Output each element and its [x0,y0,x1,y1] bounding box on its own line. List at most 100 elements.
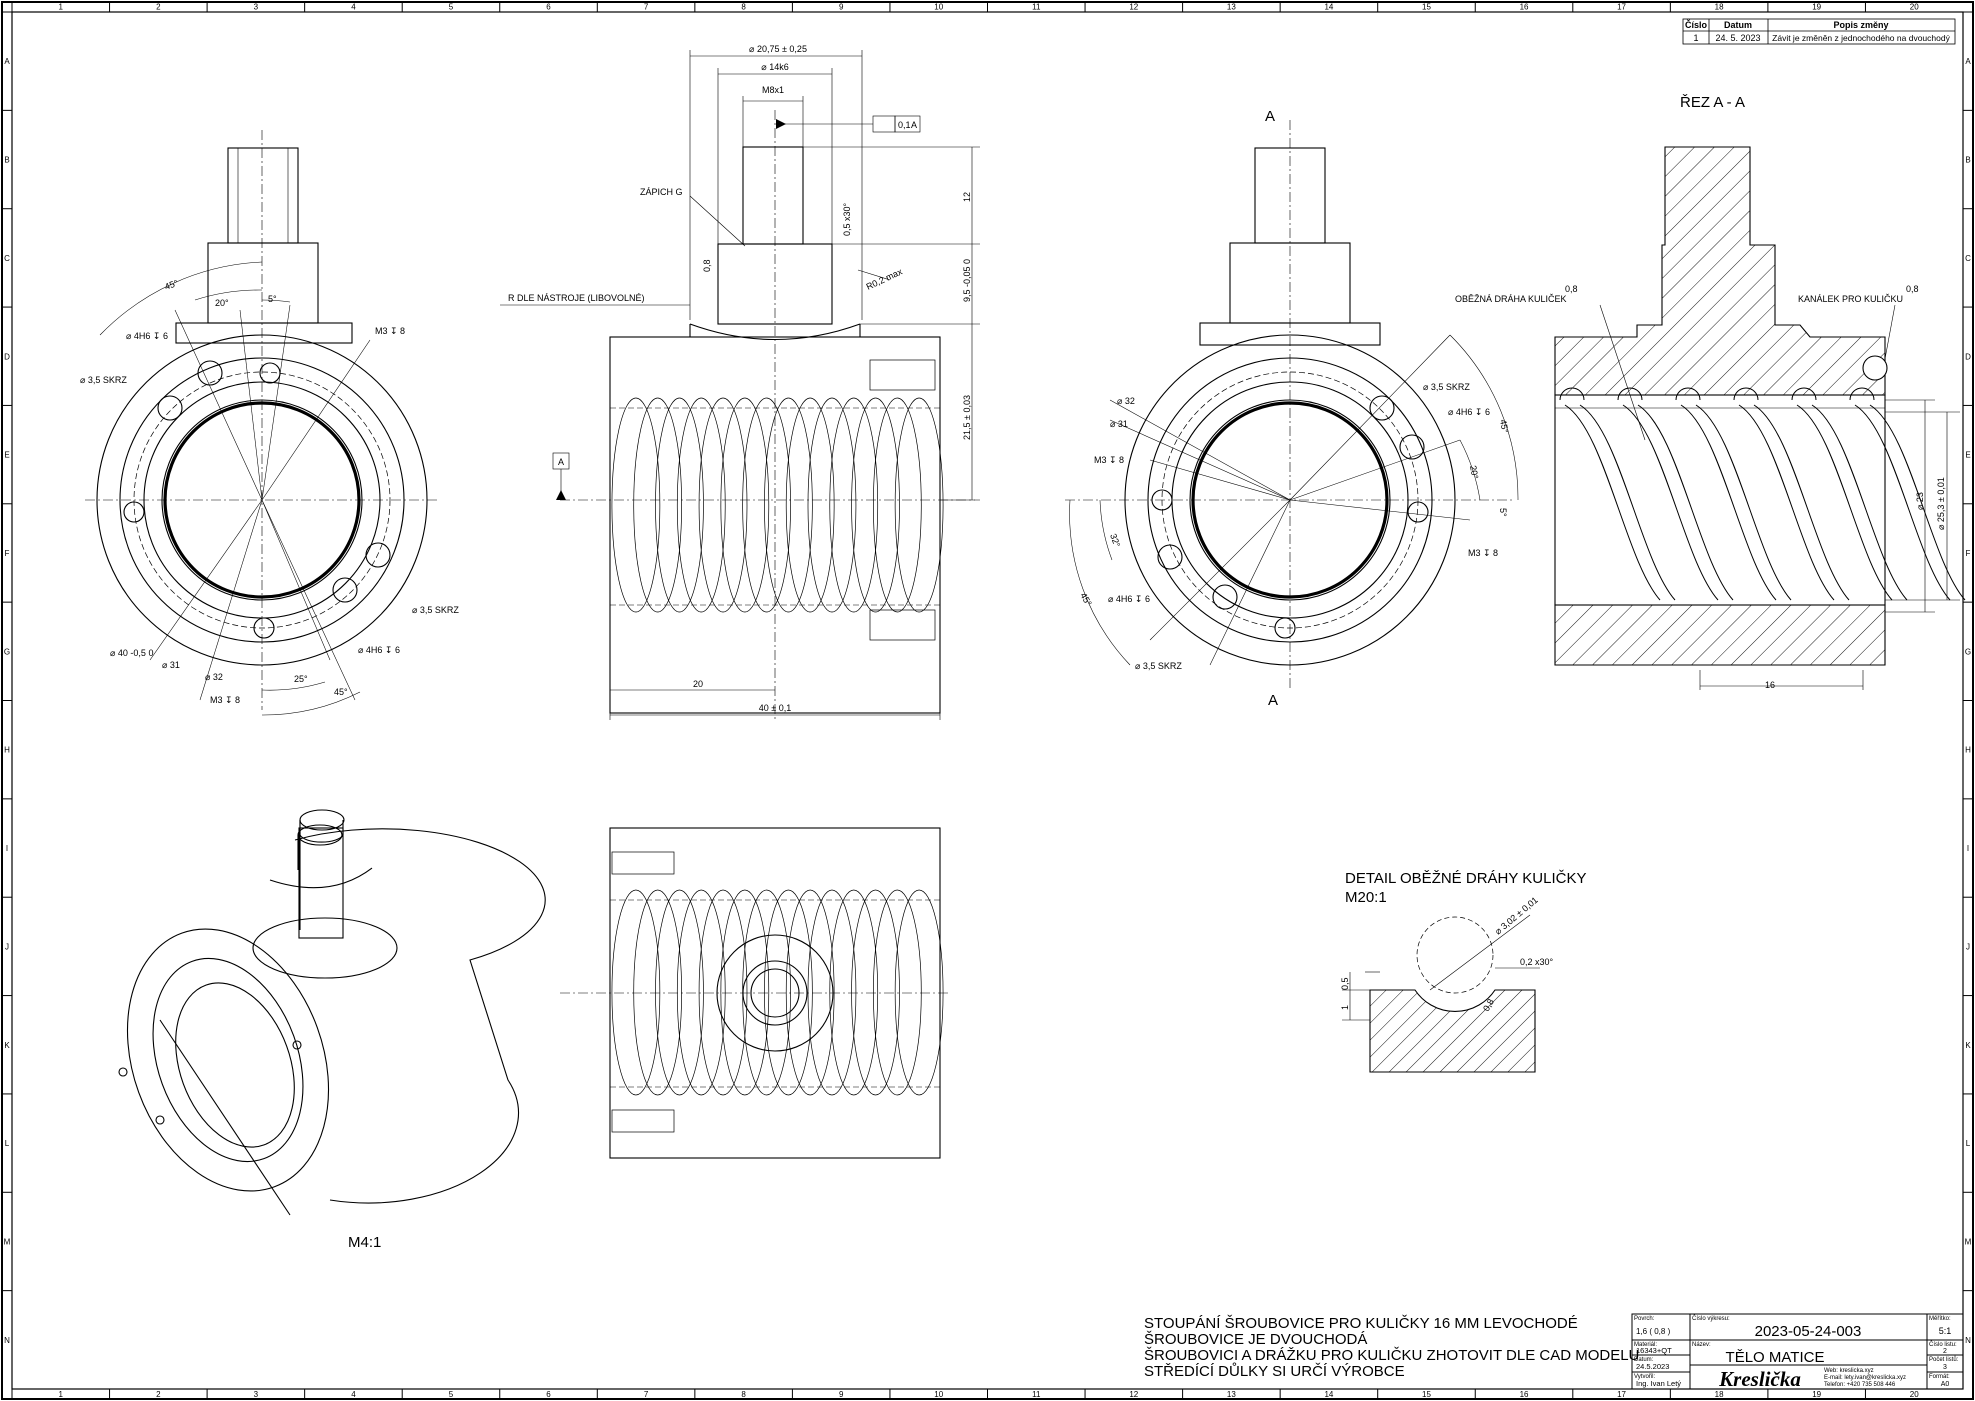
section-thread-line [1753,404,1850,601]
rear-view [1065,120,1519,690]
tb-roughness: 1,6 ( 0,8 ) [1636,1327,1671,1336]
helix-loop [764,397,813,613]
section-thread-line [1796,404,1893,601]
ball-groove [1617,387,1643,401]
helix-loop [742,889,791,1096]
section-label: OBĚŽNÁ DRÁHA KULIČEK [1455,294,1567,304]
grid-col-label: 2 [156,1390,161,1399]
grid-col-label: 15 [1422,1390,1431,1399]
grid-row-label: H [4,746,10,755]
grid-row-label: D [4,352,10,361]
roughness-label: 0,8 [1565,284,1578,294]
tb-drawing-number: 2023-05-24-003 [1755,1323,1862,1340]
dim-label: ⌀ 4H6 ↧ 6 [1448,407,1490,417]
helix-loop [764,889,813,1096]
dim-label: 25° [294,674,308,684]
helix-loop [829,397,879,613]
rev-cell: 1 [1693,33,1698,43]
dim-label: 1 [1340,1005,1350,1010]
grid-col-label: 10 [934,1390,943,1399]
tb-title: TĚLO MATICE [1726,1349,1825,1366]
grid-row-label: A [1965,57,1971,66]
dim-label: 16 [1765,680,1775,690]
grid-col-label: 19 [1812,3,1821,12]
dim-label: ZÁPICH G [640,187,683,197]
dim-label: ⌀ 14k6 [761,62,788,72]
grid-row-label: I [6,844,8,853]
dim-label: 9,5 -0,05 0 [962,259,972,302]
grid-col-label: 20 [1910,1390,1919,1399]
grid-col-label: 16 [1520,3,1529,12]
grid-col-label: 17 [1617,3,1626,12]
rev-header-cislo: Číslo [1685,19,1708,30]
grid-row-label: J [5,942,9,951]
grid-col-label: 15 [1422,3,1431,12]
section-thread-line [1811,404,1908,601]
sheet-grid-labels: 1122334455667788991010111112121313141415… [4,3,1972,1400]
grid-col-label: 8 [741,1390,746,1399]
grid-col-label: 11 [1032,1390,1041,1399]
grid-col-label: 16 [1520,1390,1529,1399]
note-line: STŘEDÍCÍ DŮLKY SI URČÍ VÝROBCE [1144,1362,1405,1380]
detail-title: DETAIL OBĚŽNÉ DRÁHY KULIČKY [1345,870,1586,887]
grid-row-label: F [5,549,10,558]
helix-loop [676,397,726,613]
dim-label: 20° [1468,465,1480,481]
grid-col-label: 12 [1129,1390,1138,1399]
dim-label: M3 ↧ 8 [210,695,240,705]
grid-col-label: 14 [1324,1390,1333,1399]
grid-row-label: H [1965,746,1971,755]
dim-label: 0,1 [898,120,911,130]
datum-label: A [558,457,564,467]
grid-row-label: B [1965,156,1970,165]
dim-label: ⌀ 32 [1117,396,1135,406]
tb-label: Povrch: [1634,1316,1655,1322]
dim-label: ⌀ 40 -0,5 0 [110,648,153,658]
dim-label: 45° [163,278,180,292]
helix-loop [851,889,900,1096]
dim-label: 5° [268,294,277,304]
dim-label: M3 ↧ 8 [1468,548,1498,558]
dim-label: ⌀ 31 [162,660,180,670]
grid-row-label: M [1965,1237,1972,1246]
note-line: STOUPÁNÍ ŠROUBOVICE PRO KULIČKY 16 MM LE… [1144,1315,1578,1332]
revision-table [1682,18,1956,45]
dim-label: M3 ↧ 8 [375,326,405,336]
dim-label: 45° [334,687,348,697]
section-thread-line [1738,404,1835,601]
dim-label: ⌀ 3,5 SKRZ [1423,382,1470,392]
grid-col-label: 13 [1227,3,1236,12]
grid-col-label: 14 [1324,3,1333,12]
helix-loop [807,397,857,613]
grid-row-label: G [4,647,10,656]
detail-scale: M20:1 [1345,889,1387,906]
grid-row-label: A [4,57,10,66]
helix-loop [894,889,944,1096]
tb-label: Číslo výkresu: [1692,1315,1730,1322]
dim-label: 20 [693,679,703,689]
title-block [1631,1313,1964,1390]
helix-loop [655,889,704,1096]
tb-brand-logo: Kreslička [1718,1367,1801,1391]
tb-datum: 24.5.2023 [1636,1362,1669,1371]
dim-label: 32° [1108,532,1122,549]
dim-label: ⌀ 31 [1110,419,1128,429]
dim-label: ⌀ 3,5 SKRZ [80,375,127,385]
detail-view [1342,914,1540,1073]
ball-groove [1559,387,1585,401]
grid-col-label: 18 [1715,3,1724,12]
grid-row-label: G [1965,647,1971,656]
dim-label: ⌀ 3,02 ± 0,01 [1493,895,1540,937]
dim-label: 0,5 [1340,977,1350,990]
dim-label: ⌀ 32 [205,672,223,682]
helix-loop [698,397,748,613]
isometric-view [118,809,546,1216]
note-line: ŠROUBOVICI A DRÁŽKU PRO KULIČKU ZHOTOVIT… [1144,1347,1639,1364]
dim-label: ⌀ 3,5 SKRZ [1135,661,1182,671]
dim-label: ⌀ 23 [1915,492,1925,510]
section-thread-line [1637,404,1734,601]
grid-col-label: 1 [59,3,64,12]
tb-sheet-count: 3 [1943,1364,1947,1371]
